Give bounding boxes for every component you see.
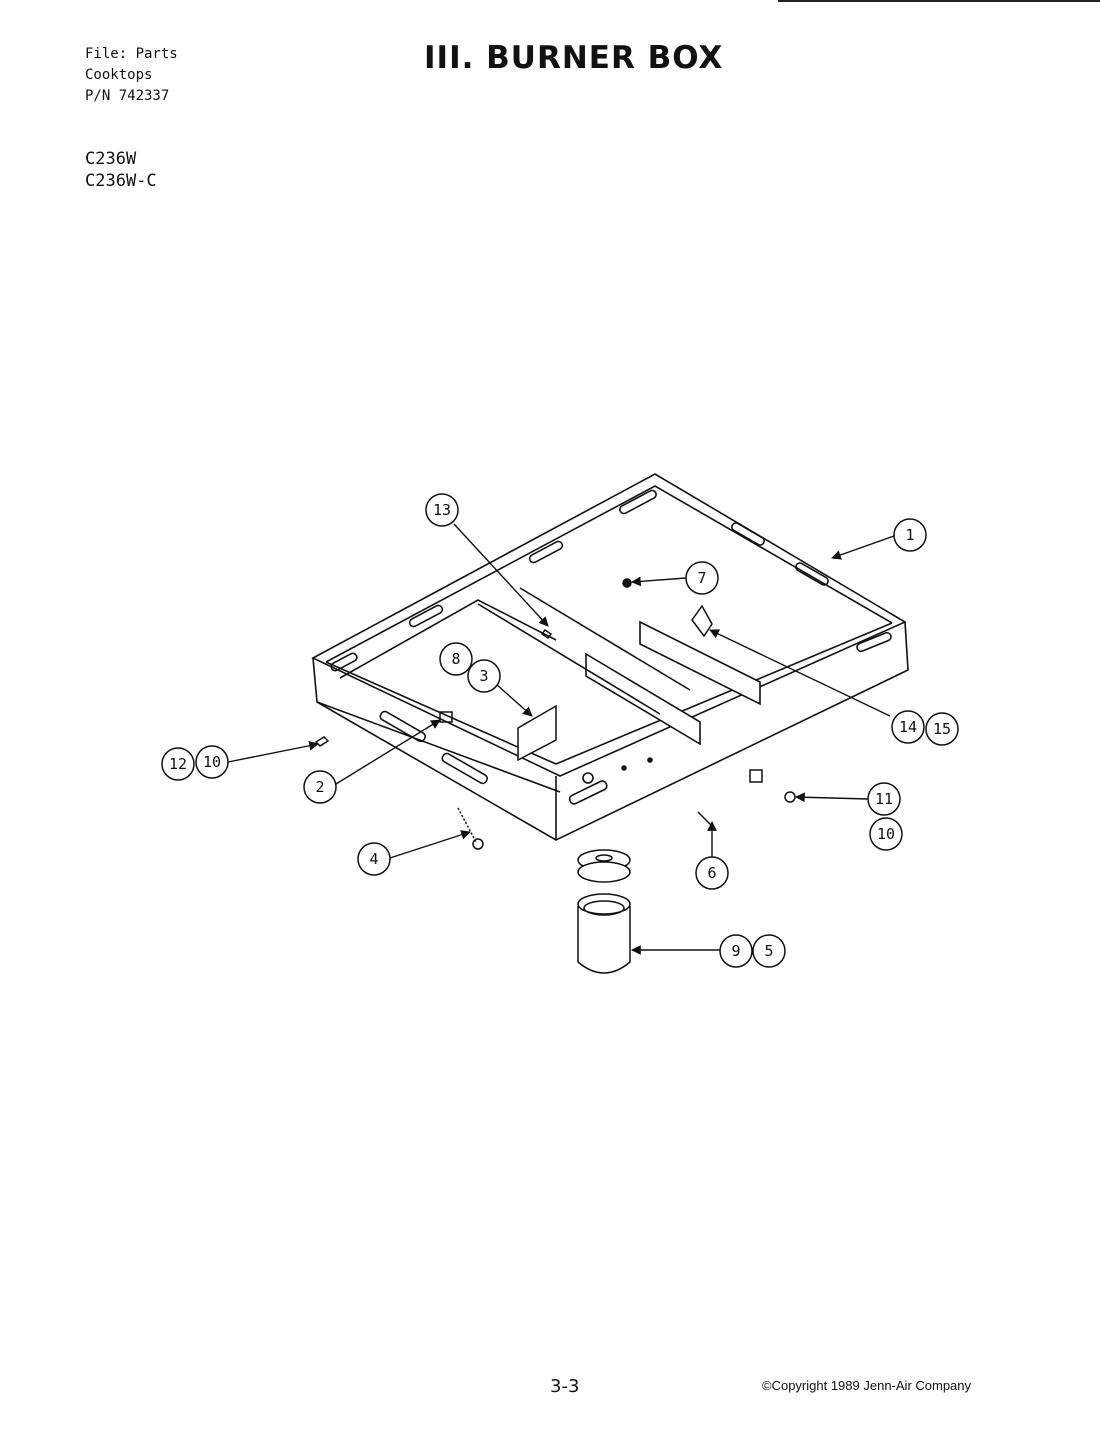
- burner-box-tray: [311, 473, 909, 841]
- category-label: Cooktops: [85, 67, 153, 83]
- callouts: 1 2 3 4 5 6 7 8 9 10 10 11 12 13 14 15: [161, 493, 959, 968]
- svg-text:11: 11: [875, 790, 893, 808]
- model-list: C236W C236W-C: [85, 148, 157, 192]
- spring-end: [472, 838, 484, 850]
- bracket: [691, 604, 713, 638]
- model-number: C236W: [85, 149, 137, 169]
- loose-parts: [314, 578, 796, 974]
- callout-9: 9: [719, 934, 753, 968]
- page-title: III. BURNER BOX: [424, 40, 724, 76]
- model-number: C236W-C: [85, 171, 157, 191]
- svg-text:9: 9: [731, 942, 740, 960]
- spring: [457, 807, 477, 843]
- copyright-notice: ©Copyright 1989 Jenn-Air Company: [762, 1378, 972, 1393]
- callout-3: 3: [467, 659, 501, 693]
- callout-12: 12: [161, 747, 195, 781]
- cover-plate: [517, 704, 557, 762]
- svg-text:1: 1: [905, 526, 914, 544]
- svg-text:10: 10: [877, 825, 895, 843]
- callout-5: 5: [752, 934, 786, 968]
- svg-text:7: 7: [697, 569, 706, 587]
- callout-10-left: 10: [195, 745, 229, 779]
- clip: [439, 711, 453, 723]
- file-info: File: Parts Cooktops P/N 742337: [85, 44, 178, 107]
- part-number: P/N 742337: [85, 88, 170, 104]
- svg-text:12: 12: [169, 755, 187, 773]
- file-label: File: Parts: [85, 46, 178, 62]
- burner-jar: [577, 893, 631, 974]
- callout-6: 6: [695, 856, 729, 890]
- svg-text:3: 3: [479, 667, 488, 685]
- svg-text:13: 13: [433, 501, 451, 519]
- svg-text:8: 8: [451, 650, 460, 668]
- nut: [749, 769, 763, 783]
- callout-2: 2: [303, 770, 337, 804]
- svg-text:10: 10: [203, 753, 221, 771]
- callout-4: 4: [357, 842, 391, 876]
- callout-13: 13: [425, 493, 459, 527]
- top-rule: [778, 0, 1100, 2]
- pin: [697, 811, 713, 827]
- svg-text:14: 14: [899, 718, 917, 736]
- callout-15: 15: [925, 712, 959, 746]
- grommet: [622, 578, 632, 588]
- svg-text:6: 6: [707, 864, 716, 882]
- svg-text:2: 2: [315, 778, 324, 796]
- svg-text:5: 5: [764, 942, 773, 960]
- svg-text:4: 4: [369, 850, 378, 868]
- callout-14: 14: [891, 710, 925, 744]
- leader-lines: [227, 523, 895, 955]
- callout-1: 1: [893, 518, 927, 552]
- screw: [540, 628, 553, 640]
- svg-text:15: 15: [933, 720, 951, 738]
- callout-8: 8: [439, 642, 473, 676]
- page-number: 3-3: [550, 1376, 580, 1397]
- screw: [784, 791, 796, 803]
- callout-7: 7: [685, 561, 719, 595]
- callout-10-right: 10: [869, 817, 903, 851]
- callout-11: 11: [867, 782, 901, 816]
